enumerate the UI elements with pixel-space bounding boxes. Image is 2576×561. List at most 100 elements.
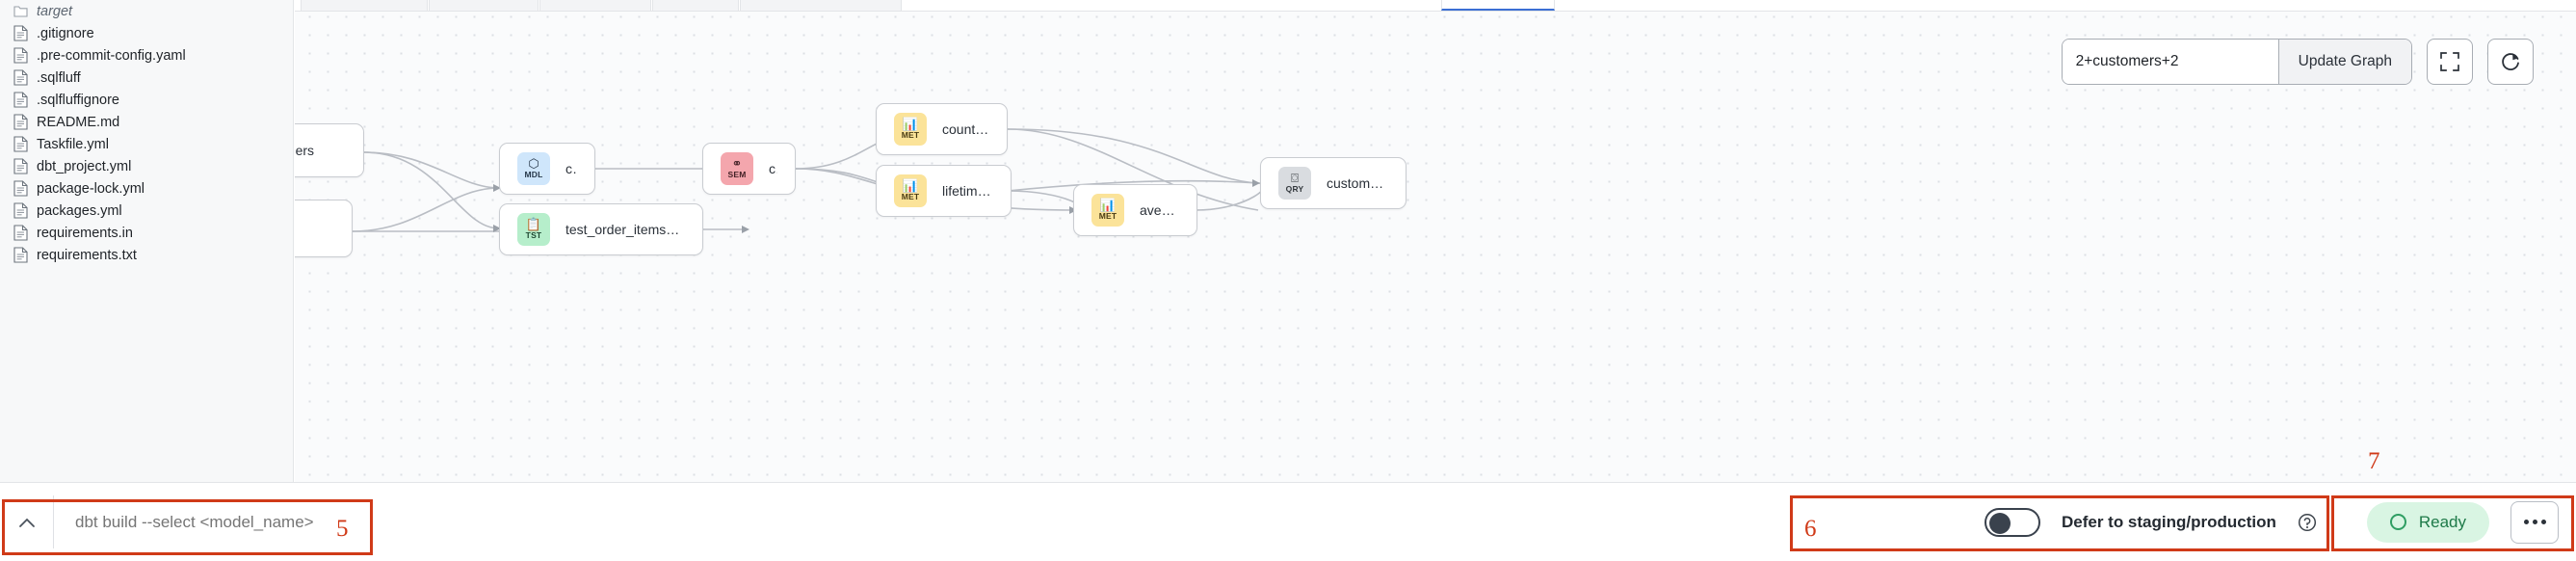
file-row[interactable]: packages.yml <box>0 200 293 222</box>
status-right-group: Defer to staging/production Ready <box>1959 483 2576 561</box>
node-label: test_order_items_compute_to_bools… <box>565 222 685 237</box>
node-label: stg_customers <box>295 143 315 158</box>
file-row[interactable]: requirements.txt <box>0 244 293 266</box>
status-circle-icon <box>2389 514 2406 530</box>
fullscreen-button[interactable] <box>2427 39 2473 85</box>
graph-node-test-order-items[interactable]: 📋 TST test_order_items_compute_to_bools… <box>499 203 703 255</box>
file-row[interactable]: .pre-commit-config.yaml <box>0 44 293 67</box>
node-selector-input[interactable] <box>2062 40 2278 84</box>
editor-tab-5[interactable] <box>740 0 902 11</box>
file-icon <box>13 247 28 263</box>
file-name: README.md <box>37 114 120 130</box>
graph-node-customers-model[interactable]: ⬡ MDL customers <box>499 143 595 195</box>
editor-tab-2[interactable] <box>429 0 539 11</box>
file-name: .pre-commit-config.yaml <box>37 47 186 64</box>
node-label: customers <box>769 161 777 176</box>
folder-icon <box>13 3 28 19</box>
graph-node-average-order-value[interactable]: 📊 MET average_order_value <box>1073 184 1197 236</box>
badge-text: MET <box>901 192 920 201</box>
file-icon <box>13 136 28 152</box>
file-icon <box>13 180 28 197</box>
help-circle-icon[interactable] <box>2298 513 2317 532</box>
file-row[interactable]: dbt_project.yml <box>0 155 293 177</box>
file-name: requirements.txt <box>37 247 137 263</box>
bar-chart-icon: 📊 <box>902 178 919 193</box>
graph-node-lifetime-spend-pretax[interactable]: 📊 MET lifetime_spend_pretax <box>876 165 1012 217</box>
refresh-button[interactable] <box>2487 39 2534 85</box>
table-icon: ⌼ <box>1291 171 1299 185</box>
update-graph-button[interactable]: Update Graph <box>2277 40 2411 84</box>
badge-text: QRY <box>1285 184 1304 194</box>
model-badge: ⬡ MDL <box>517 152 550 185</box>
editor-tab-active[interactable] <box>1441 0 1555 11</box>
editor-tab-1[interactable] <box>301 0 428 11</box>
file-icon <box>13 202 28 219</box>
graph-node-count-lifetime-orders[interactable]: 📊 MET count_lifetime_orders <box>876 103 1008 155</box>
badge-text: TST <box>525 230 542 240</box>
graph-node-customers-semantic[interactable]: ⚭ SEM customers <box>702 143 796 195</box>
file-icon <box>13 225 28 241</box>
defer-toggle-group: Defer to staging/production <box>1959 507 2342 537</box>
ellipsis-dot <box>2523 520 2529 524</box>
chevron-up-button[interactable] <box>0 495 54 548</box>
graph-node-customer-order-metrics[interactable]: ⌼ QRY customer_order_metrics <box>1260 157 1406 209</box>
node-label: customers <box>565 161 577 176</box>
editor-tab-4[interactable] <box>652 0 739 11</box>
graph-toolbar: Update Graph <box>2061 39 2534 85</box>
toggle-knob <box>1988 512 2011 534</box>
file-icon <box>13 25 28 41</box>
semantic-badge: ⚭ SEM <box>721 152 753 185</box>
badge-text: MDL <box>524 170 543 179</box>
file-name: Taskfile.yml <box>37 136 109 152</box>
file-icon <box>13 92 28 108</box>
file-row[interactable]: package-lock.yml <box>0 177 293 200</box>
lineage-graph-canvas[interactable]: stg_customers orders ⬡ MDL customers 📋 T… <box>295 0 2576 482</box>
cube-icon: ⬡ <box>528 156 539 171</box>
file-row[interactable]: Taskfile.yml <box>0 133 293 155</box>
clipboard-icon: 📋 <box>525 217 542 231</box>
command-bar <box>0 495 372 548</box>
ellipsis-dot <box>2540 520 2546 524</box>
file-icon <box>13 114 28 130</box>
status-label: Ready <box>2418 512 2466 531</box>
file-icon <box>13 158 28 174</box>
graph-node-orders[interactable]: orders <box>295 200 353 257</box>
annotation-number-7: 7 <box>2368 448 2380 474</box>
file-row[interactable]: .sqlfluffignore <box>0 89 293 111</box>
graph-node-stg-customers[interactable]: stg_customers <box>295 123 364 177</box>
test-badge: 📋 TST <box>517 213 550 246</box>
annotation-number-5: 5 <box>336 516 349 542</box>
editor-tab-strip <box>295 0 2576 12</box>
metric-badge: 📊 MET <box>1091 194 1124 227</box>
metric-badge: 📊 MET <box>894 174 927 207</box>
semantic-model-icon: ⚭ <box>731 156 743 171</box>
file-row[interactable]: .sqlfluff <box>0 67 293 89</box>
chevron-up-icon <box>18 518 35 527</box>
editor-tab-3[interactable] <box>539 0 651 11</box>
node-label: count_lifetime_orders <box>942 121 989 137</box>
file-name: .sqlfluff <box>37 69 81 86</box>
bottom-status-bar: Defer to staging/production Ready <box>0 482 2576 561</box>
file-icon <box>13 47 28 64</box>
file-name: target <box>37 3 73 19</box>
selector-group: Update Graph <box>2061 39 2412 85</box>
file-name: package-lock.yml <box>37 180 145 197</box>
badge-text: SEM <box>727 170 747 179</box>
badge-text: MET <box>1098 211 1117 221</box>
file-name: dbt_project.yml <box>37 158 132 174</box>
file-row[interactable]: requirements.in <box>0 222 293 244</box>
file-name: .gitignore <box>37 25 94 41</box>
node-label: lifetime_spend_pretax <box>942 183 993 199</box>
dbt-command-input[interactable] <box>54 512 372 532</box>
status-badge[interactable]: Ready <box>2366 501 2489 543</box>
defer-label: Defer to staging/production <box>2061 512 2276 531</box>
file-row[interactable]: README.md <box>0 111 293 133</box>
defer-toggle[interactable] <box>1984 507 2040 537</box>
file-row[interactable]: target <box>0 0 293 22</box>
more-options-button[interactable] <box>2510 500 2559 544</box>
bar-chart-icon: 📊 <box>902 117 919 131</box>
file-name: requirements.in <box>37 225 133 241</box>
file-explorer-sidebar: target .gitignore .pre-commit-config.yaml.… <box>0 0 294 482</box>
file-row[interactable]: .gitignore <box>0 22 293 44</box>
